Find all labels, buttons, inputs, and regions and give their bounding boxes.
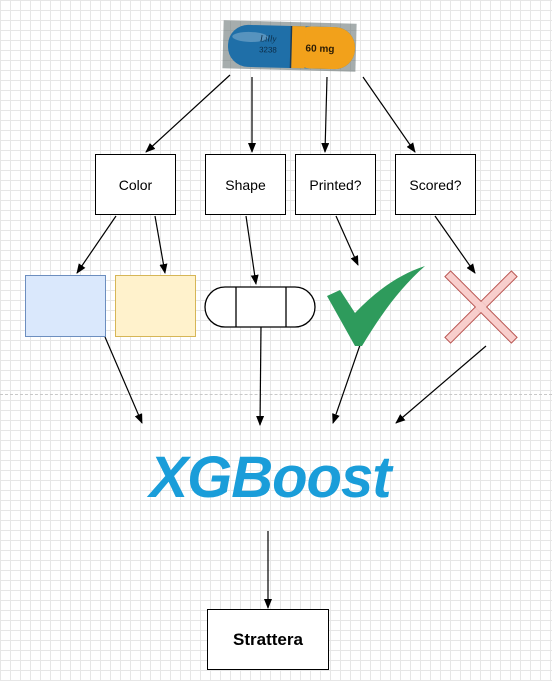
arrow-check-to-model — [332, 344, 361, 424]
feature-label-shape: Shape — [225, 176, 266, 193]
arrow-cross-to-model — [395, 345, 487, 424]
color-swatch-yellow — [115, 275, 196, 337]
feature-box-scored: Scored? — [395, 154, 476, 215]
arrow-scored-to-cross — [434, 215, 476, 274]
pill-code-imprint: 3238 — [259, 45, 278, 54]
feature-label-printed: Printed? — [309, 176, 362, 193]
arrow-pill-to-color — [145, 74, 231, 153]
cross-icon — [444, 270, 518, 344]
arrow-pill-to-printed — [321, 76, 330, 153]
output-label: Strattera — [233, 629, 303, 649]
feature-label-color: Color — [118, 176, 153, 193]
arrow-printed-to-check — [335, 215, 359, 266]
arrow-color-to-yellow — [154, 215, 168, 274]
pill-brand-imprint: Lilly — [259, 33, 277, 43]
output-box: Strattera — [207, 609, 329, 670]
arrow-color-to-blue — [76, 215, 117, 274]
page-break-line — [0, 394, 552, 395]
pill-dose-imprint: 60 mg — [305, 43, 334, 55]
arrow-shape-to-capsule — [245, 215, 259, 285]
arrow-blue-to-model — [104, 336, 143, 424]
arrow-pill-to-scored — [362, 76, 416, 153]
feature-box-shape: Shape — [205, 154, 286, 215]
xgboost-logo: XGBoost — [149, 444, 391, 510]
checkmark-icon — [327, 266, 425, 346]
arrow-capsule-to-model — [256, 326, 265, 426]
capsule-outline-icon — [204, 286, 316, 328]
pill-right-half — [290, 26, 356, 70]
color-swatch-blue — [25, 275, 106, 337]
feature-box-printed: Printed? — [295, 154, 376, 215]
feature-box-color: Color — [95, 154, 176, 215]
feature-label-scored: Scored? — [409, 176, 462, 193]
